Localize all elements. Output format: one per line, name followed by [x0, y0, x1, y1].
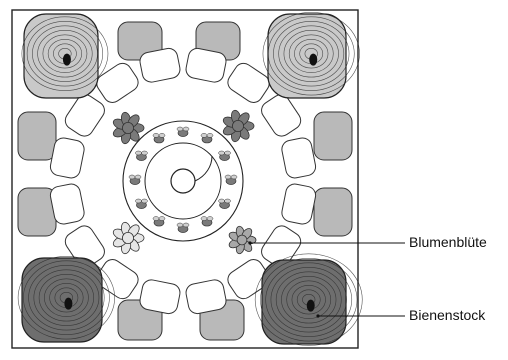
center-spiral [194, 155, 213, 182]
beehive-label: Bienenstock [409, 307, 486, 323]
flower-icon [112, 111, 145, 145]
white-tile [185, 279, 227, 315]
bees [128, 126, 238, 233]
bee-icon [200, 216, 214, 227]
outer-gray-tiles [17, 21, 353, 341]
gray-tile [313, 111, 353, 161]
bee-icon [224, 174, 238, 185]
gray-tile [313, 187, 353, 237]
bee-icon [200, 133, 214, 144]
flower-label: Blumenblüte [409, 234, 487, 250]
bee-icon [218, 150, 231, 161]
bee-icon [176, 222, 190, 233]
white-tile [49, 137, 85, 179]
beehive-icon [254, 253, 363, 346]
white-tile [281, 183, 317, 225]
flower-icon [228, 225, 257, 255]
white-tile [261, 225, 302, 268]
bee-icon [135, 198, 148, 209]
white-tile [96, 62, 139, 103]
bee-icon [176, 126, 190, 137]
flower-leader-dot [248, 241, 252, 245]
white-tile [227, 259, 270, 300]
beehives [17, 11, 363, 346]
inner-center-ring [144, 142, 222, 220]
beehive-icon [21, 13, 109, 99]
flower-icon [222, 109, 255, 143]
white-tile [64, 94, 105, 137]
bee-icon [128, 174, 142, 185]
center-hub [170, 168, 196, 194]
white-tile [139, 47, 181, 83]
flower-icon [112, 221, 145, 255]
white-tile [281, 137, 317, 179]
beehive-icon [17, 255, 116, 343]
white-tile [139, 279, 181, 315]
beehive-leader-dot [316, 314, 320, 318]
white-tile [185, 47, 227, 83]
bee-icon [152, 133, 166, 144]
bee-icon [218, 198, 231, 209]
flowers [112, 109, 257, 255]
white-tile [261, 94, 302, 137]
gray-tile [17, 111, 57, 161]
white-tile [49, 183, 85, 225]
outer-center-ring [122, 120, 244, 242]
beehive-icon [262, 11, 360, 99]
bee-icon [135, 150, 148, 161]
inner-white-tiles [49, 47, 317, 315]
bee-icon [152, 216, 166, 227]
white-tile [227, 62, 270, 103]
